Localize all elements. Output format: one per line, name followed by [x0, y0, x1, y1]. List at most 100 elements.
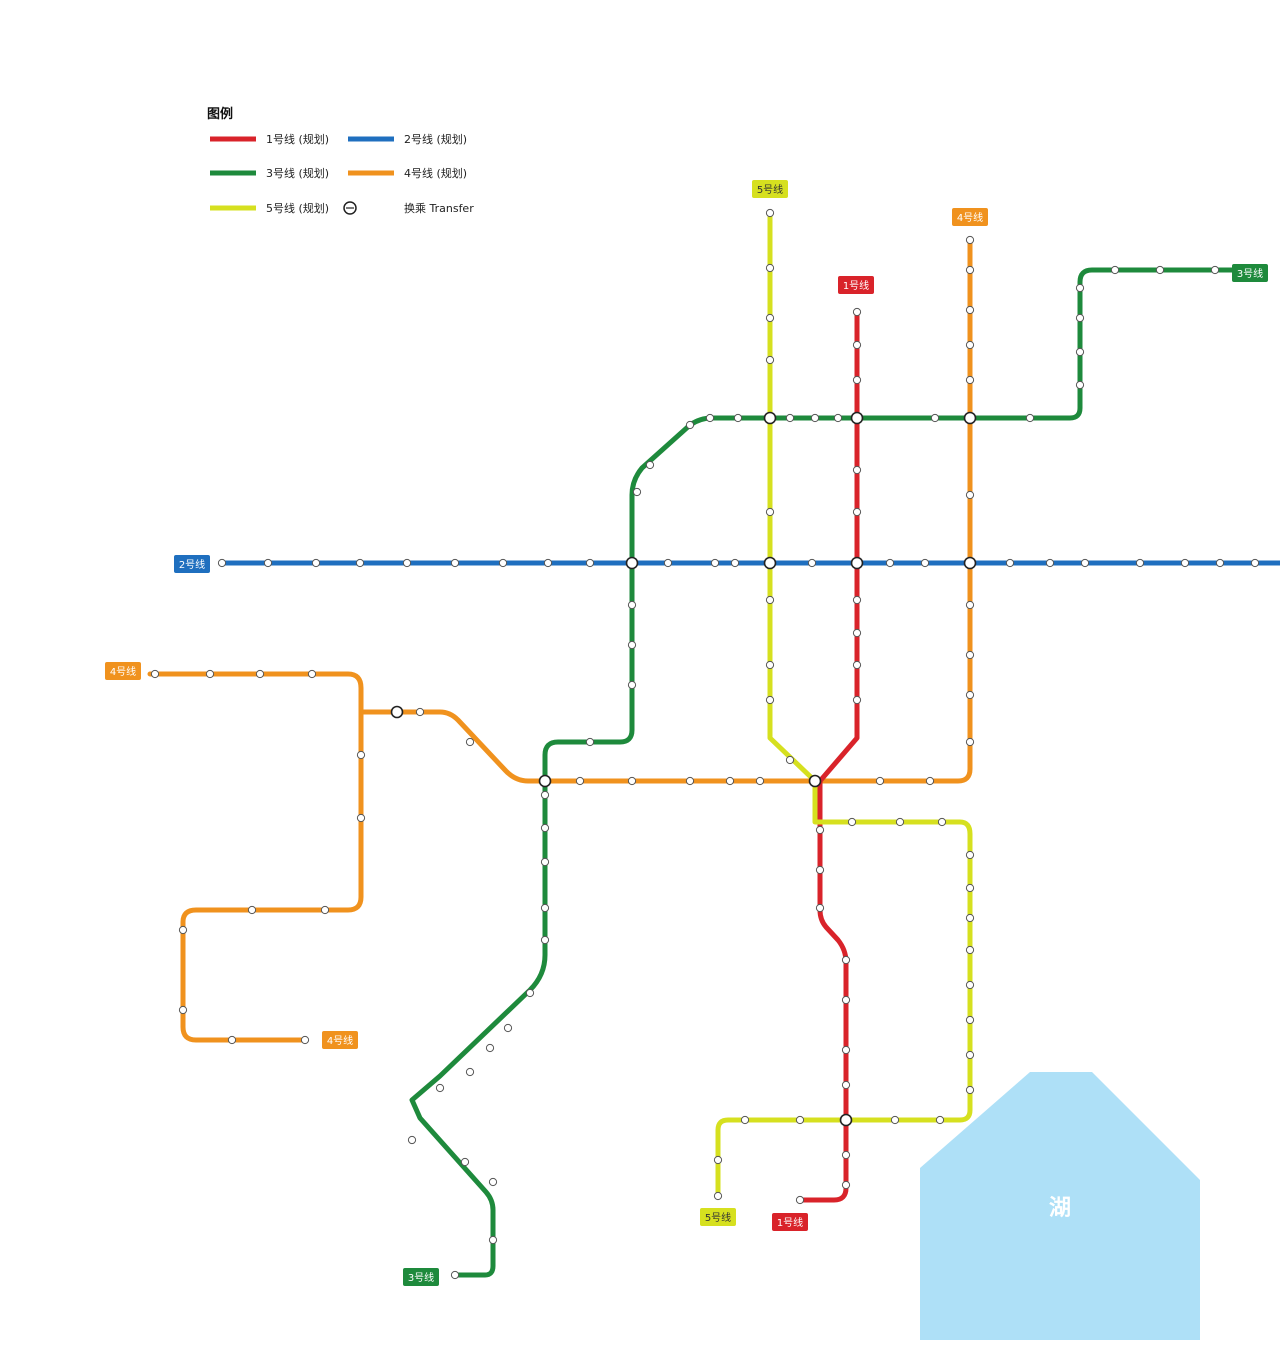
station-marker[interactable] [450, 1270, 460, 1280]
station-marker[interactable] [815, 825, 825, 835]
station-marker[interactable] [965, 490, 975, 500]
station-marker[interactable] [1215, 558, 1225, 568]
station-marker[interactable] [540, 790, 550, 800]
station-marker[interactable] [402, 558, 412, 568]
interchange-station[interactable] [963, 411, 977, 425]
station-marker[interactable] [965, 913, 975, 923]
station-marker[interactable] [815, 903, 825, 913]
station-marker[interactable] [810, 413, 820, 423]
station-marker[interactable] [460, 1157, 470, 1167]
station-marker[interactable] [263, 558, 273, 568]
station-marker[interactable] [765, 208, 775, 218]
station-marker[interactable] [178, 1005, 188, 1015]
station-marker[interactable] [965, 375, 975, 385]
station-marker[interactable] [807, 558, 817, 568]
station-marker[interactable] [765, 595, 775, 605]
station-marker[interactable] [965, 737, 975, 747]
interchange-station[interactable] [763, 411, 777, 425]
interchange-station[interactable] [808, 774, 822, 788]
station-marker[interactable] [1110, 265, 1120, 275]
station-marker[interactable] [205, 669, 215, 679]
station-marker[interactable] [247, 905, 257, 915]
station-marker[interactable] [1135, 558, 1145, 568]
station-marker[interactable] [965, 340, 975, 350]
station-marker[interactable] [1180, 558, 1190, 568]
station-marker[interactable] [755, 776, 765, 786]
interchange-station[interactable] [625, 556, 639, 570]
station-marker[interactable] [525, 988, 535, 998]
station-marker[interactable] [435, 1083, 445, 1093]
interchange-station[interactable] [839, 1113, 853, 1127]
station-marker[interactable] [875, 776, 885, 786]
station-marker[interactable] [935, 1115, 945, 1125]
station-marker[interactable] [925, 776, 935, 786]
station-marker[interactable] [890, 1115, 900, 1125]
station-marker[interactable] [540, 823, 550, 833]
interchange-station[interactable] [850, 411, 864, 425]
station-marker[interactable] [685, 776, 695, 786]
station-marker[interactable] [705, 413, 715, 423]
station-marker[interactable] [627, 600, 637, 610]
station-marker[interactable] [150, 669, 160, 679]
station-marker[interactable] [965, 265, 975, 275]
station-marker[interactable] [965, 600, 975, 610]
station-marker[interactable] [255, 669, 265, 679]
station-marker[interactable] [1075, 313, 1085, 323]
interchange-station[interactable] [763, 556, 777, 570]
station-marker[interactable] [1075, 380, 1085, 390]
station-marker[interactable] [965, 650, 975, 660]
station-marker[interactable] [833, 413, 843, 423]
station-marker[interactable] [841, 1080, 851, 1090]
station-marker[interactable] [450, 558, 460, 568]
station-marker[interactable] [765, 695, 775, 705]
station-marker[interactable] [300, 1035, 310, 1045]
station-marker[interactable] [965, 305, 975, 315]
station-marker[interactable] [227, 1035, 237, 1045]
station-marker[interactable] [841, 995, 851, 1005]
station-marker[interactable] [852, 660, 862, 670]
station-marker[interactable] [930, 413, 940, 423]
station-marker[interactable] [815, 865, 825, 875]
station-marker[interactable] [795, 1195, 805, 1205]
station-marker[interactable] [852, 507, 862, 517]
station-marker[interactable] [415, 707, 425, 717]
station-marker[interactable] [465, 737, 475, 747]
station-marker[interactable] [852, 375, 862, 385]
station-marker[interactable] [713, 1191, 723, 1201]
station-marker[interactable] [488, 1177, 498, 1187]
station-marker[interactable] [965, 883, 975, 893]
station-marker[interactable] [1005, 558, 1015, 568]
station-marker[interactable] [725, 776, 735, 786]
station-marker[interactable] [841, 1045, 851, 1055]
station-marker[interactable] [852, 307, 862, 317]
station-marker[interactable] [710, 558, 720, 568]
station-marker[interactable] [841, 1150, 851, 1160]
station-marker[interactable] [540, 903, 550, 913]
station-marker[interactable] [485, 1043, 495, 1053]
station-marker[interactable] [965, 1085, 975, 1095]
station-marker[interactable] [356, 750, 366, 760]
station-marker[interactable] [765, 507, 775, 517]
station-marker[interactable] [585, 558, 595, 568]
station-marker[interactable] [1075, 347, 1085, 357]
station-marker[interactable] [178, 925, 188, 935]
station-marker[interactable] [503, 1023, 513, 1033]
station-marker[interactable] [540, 935, 550, 945]
station-marker[interactable] [785, 755, 795, 765]
station-marker[interactable] [627, 680, 637, 690]
station-marker[interactable] [841, 955, 851, 965]
station-marker[interactable] [852, 465, 862, 475]
station-marker[interactable] [540, 857, 550, 867]
station-marker[interactable] [713, 1155, 723, 1165]
station-marker[interactable] [575, 776, 585, 786]
station-marker[interactable] [498, 558, 508, 568]
station-marker[interactable] [965, 1050, 975, 1060]
station-marker[interactable] [852, 340, 862, 350]
station-marker[interactable] [543, 558, 553, 568]
station-marker[interactable] [585, 737, 595, 747]
station-marker[interactable] [1075, 283, 1085, 293]
station-marker[interactable] [841, 1180, 851, 1190]
station-marker[interactable] [885, 558, 895, 568]
station-marker[interactable] [785, 413, 795, 423]
station-marker[interactable] [852, 595, 862, 605]
